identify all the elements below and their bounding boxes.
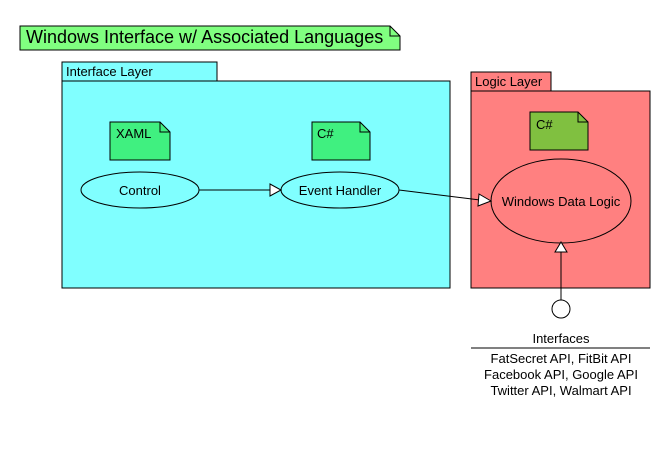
xaml-note bbox=[109, 121, 171, 161]
arrowhead-interface bbox=[554, 241, 568, 253]
event-handler-node-label: Event Handler bbox=[298, 183, 382, 198]
csharp-note-interface bbox=[311, 121, 371, 161]
windows-data-logic-label: Windows Data Logic bbox=[501, 194, 621, 209]
title-note-fold bbox=[389, 26, 400, 37]
csharp-note-interface-fold bbox=[359, 122, 370, 133]
interface-item: Twitter API, Walmart API bbox=[490, 383, 632, 398]
logic-layer-label: Logic Layer bbox=[475, 74, 543, 89]
csharp-note-interface-label: C# bbox=[317, 126, 334, 141]
interface-item: Facebook API, Google API bbox=[484, 367, 638, 382]
interface-circle bbox=[551, 299, 571, 319]
interfaces-label: Interfaces bbox=[532, 331, 590, 346]
diagram-title: Windows Interface w/ Associated Language… bbox=[26, 27, 384, 47]
csharp-note-logic-fold bbox=[577, 112, 588, 123]
csharp-note-logic-label: C# bbox=[536, 117, 553, 132]
csharp-note-logic bbox=[529, 111, 589, 151]
title-note bbox=[19, 25, 401, 51]
xaml-note-fold bbox=[159, 122, 170, 133]
arrowhead-event-handler bbox=[269, 183, 283, 197]
interface-item: FatSecret API, FitBit API bbox=[490, 351, 632, 366]
arrowhead-logic bbox=[477, 193, 493, 207]
arrow-event-handler-to-logic bbox=[398, 189, 481, 201]
interface-layer-label: Interface Layer bbox=[66, 64, 153, 79]
xaml-note-label: XAML bbox=[116, 126, 152, 141]
control-node-label: Control bbox=[119, 183, 161, 198]
